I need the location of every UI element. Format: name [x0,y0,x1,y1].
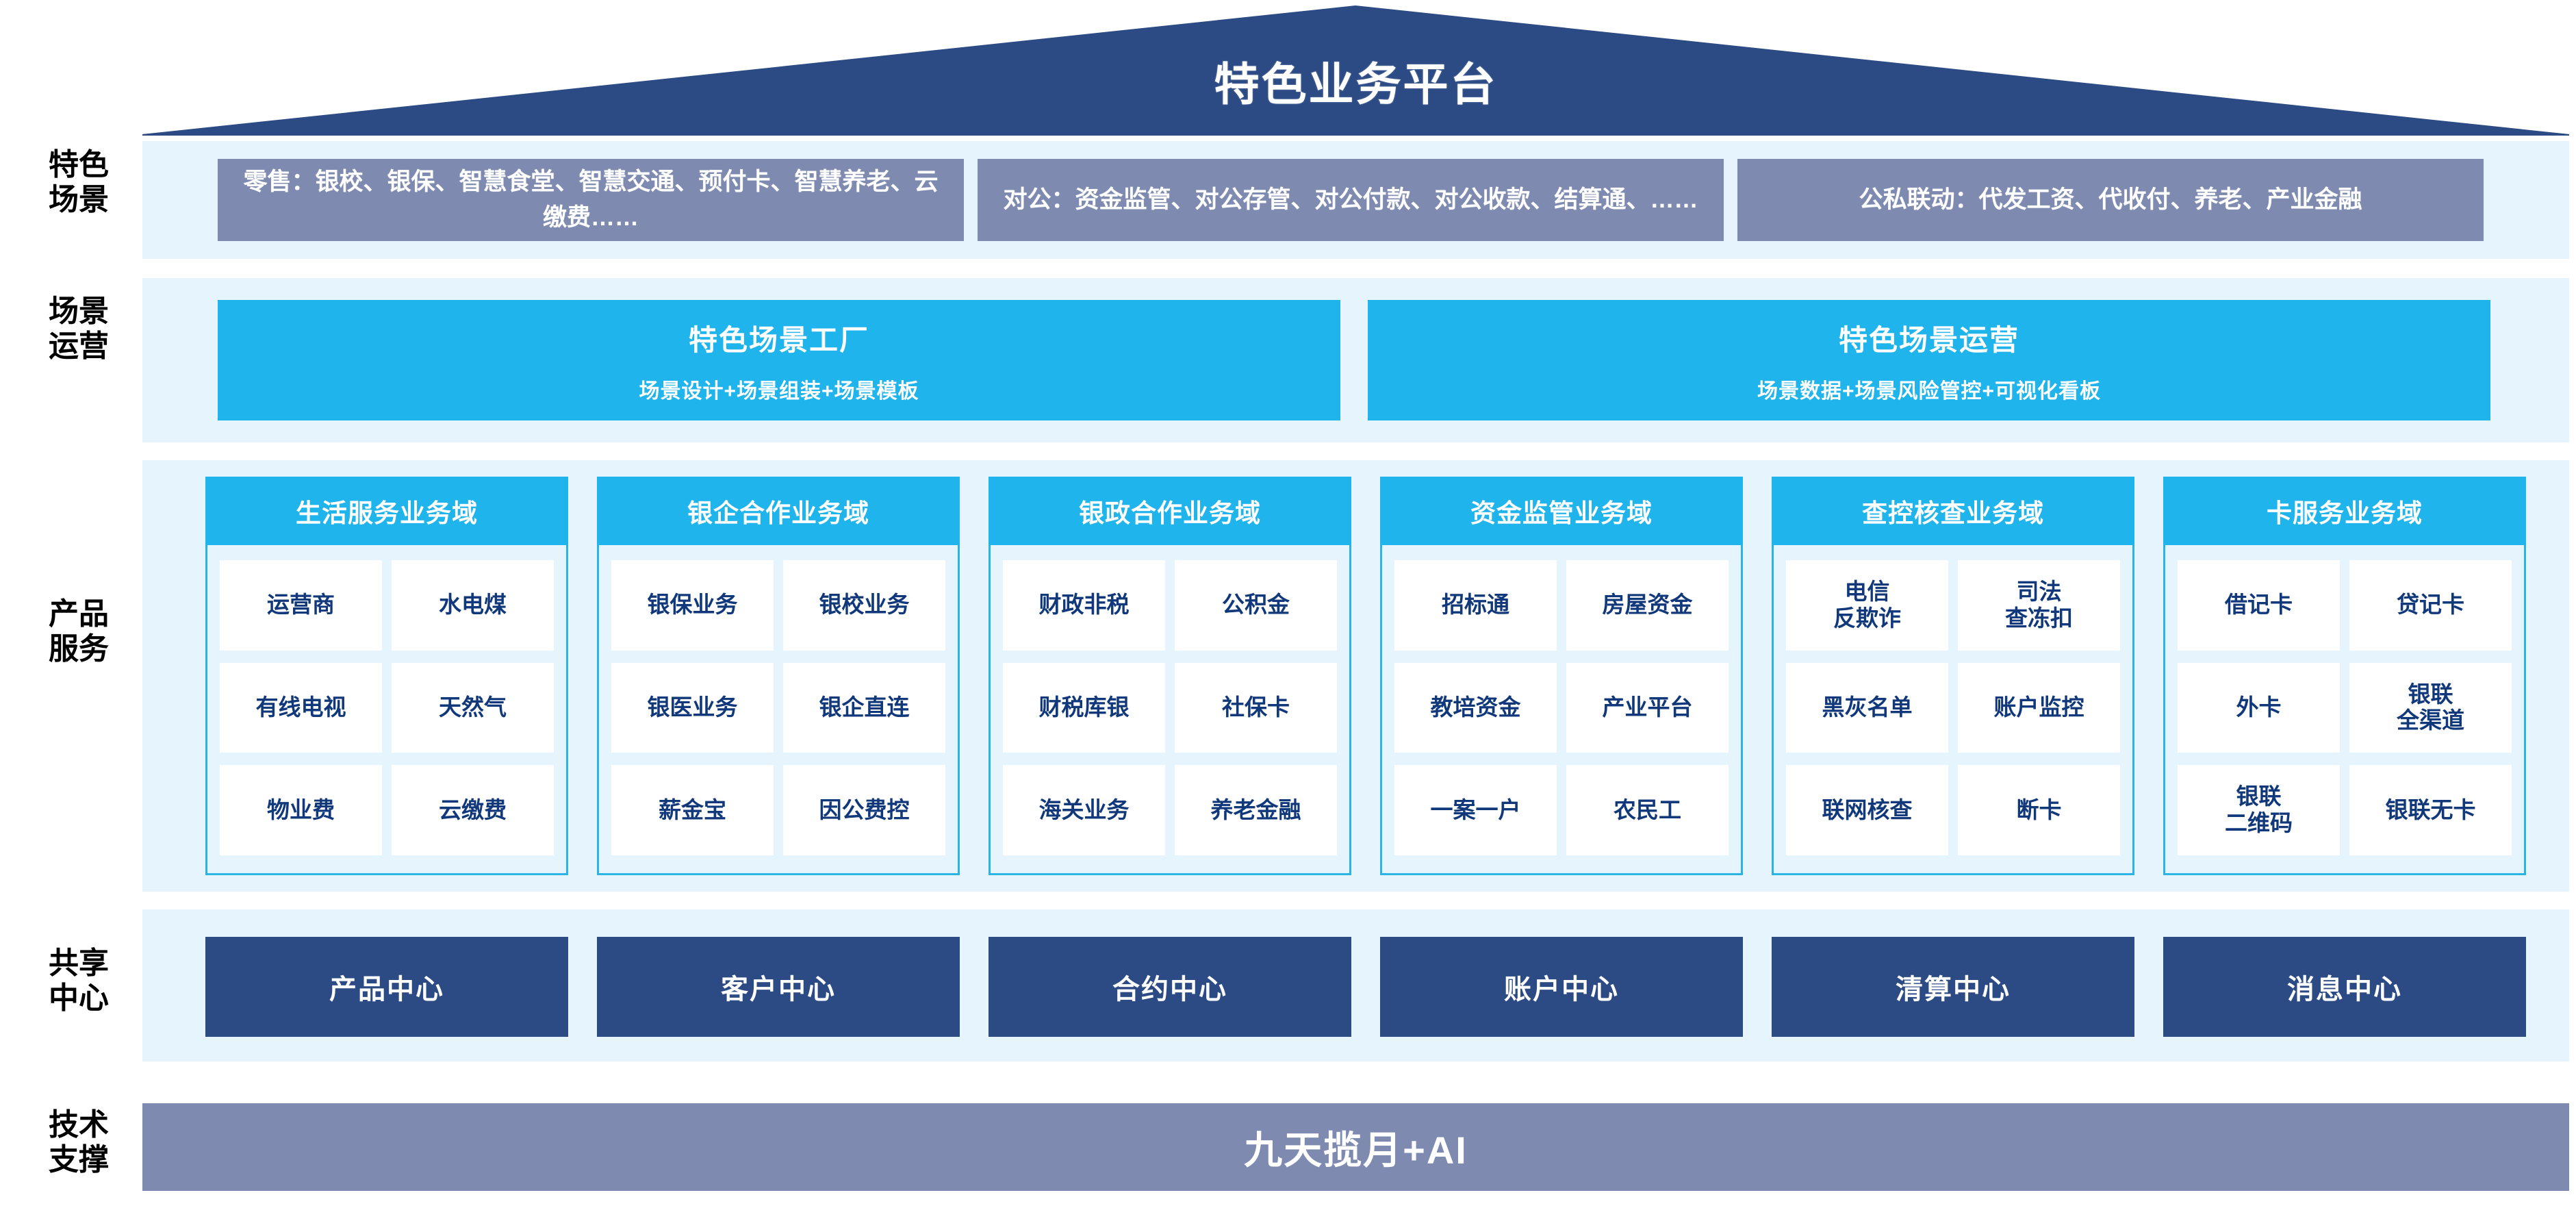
domain-header-life-service[interactable]: 生活服务业务域 [205,477,568,545]
domain-header-card-service[interactable]: 卡服务业务域 [2163,477,2526,545]
domain-column-life-service: 运营商 水电煤 有线电视 天然气 物业费 云缴费 [205,545,568,875]
product-cell[interactable]: 公积金 [1175,560,1337,651]
operation-box-scene-factory[interactable]: 特色场景工厂 场景设计+场景组装+场景模板 [218,300,1340,420]
product-cell[interactable]: 银医业务 [611,662,774,753]
scene-box-corporate[interactable]: 对公：资金监管、对公存管、对公付款、对公收款、结算通、…… [978,159,1724,241]
product-cell[interactable]: 农民工 [1566,765,1729,855]
product-cell[interactable]: 天然气 [392,662,554,753]
product-cell[interactable]: 外卡 [2178,662,2340,753]
product-cell[interactable]: 产业平台 [1566,662,1729,753]
product-cell[interactable]: 运营商 [220,560,382,651]
product-cell[interactable]: 银保业务 [611,560,774,651]
shared-center-product[interactable]: 产品中心 [205,937,568,1037]
product-cell[interactable]: 养老金融 [1175,765,1337,855]
product-cell[interactable]: 银联 二维码 [2178,765,2340,855]
product-cell[interactable]: 黑灰名单 [1786,662,1948,753]
product-cell[interactable]: 电信 反欺诈 [1786,560,1948,651]
shared-center-customer[interactable]: 客户中心 [597,937,960,1037]
operation-box-scene-operation[interactable]: 特色场景运营 场景数据+场景风险管控+可视化看板 [1368,300,2490,420]
domain-column-investigation: 电信 反欺诈 司法 查冻扣 黑灰名单 账户监控 联网核查 断卡 [1772,545,2134,875]
product-cell[interactable]: 财税库银 [1003,662,1165,753]
product-cell[interactable]: 财政非税 [1003,560,1165,651]
operation-title: 特色场景运营 [1838,323,2019,356]
domain-column-fund-supervision: 招标通 房屋资金 教培资金 产业平台 一案一户 农民工 [1380,545,1743,875]
operation-subtitle: 场景数据+场景风险管控+可视化看板 [1757,379,2102,403]
operation-subtitle: 场景设计+场景组装+场景模板 [639,379,919,403]
shared-center-contract[interactable]: 合约中心 [989,937,1351,1037]
product-cell[interactable]: 物业费 [220,765,382,855]
product-cell[interactable]: 贷记卡 [2349,560,2512,651]
roof-polygon-icon [142,5,2569,136]
product-cell[interactable]: 账户监控 [1958,662,2120,753]
product-cell[interactable]: 房屋资金 [1566,560,1729,651]
product-cell[interactable]: 联网核查 [1786,765,1948,855]
scene-box-joint[interactable]: 公私联动：代发工资、代收付、养老、产业金融 [1737,159,2484,241]
product-cell[interactable]: 水电煤 [392,560,554,651]
product-cell[interactable]: 借记卡 [2178,560,2340,651]
row-label-operation: 场景 运营 [49,294,109,363]
scene-box-retail[interactable]: 零售：银校、银保、智慧食堂、智慧交通、预付卡、智慧养老、云缴费…… [218,159,964,241]
domain-column-bank-enterprise: 银保业务 银校业务 银医业务 银企直连 薪金宝 因公费控 [597,545,960,875]
operation-title: 特色场景工厂 [688,323,869,356]
product-cell[interactable]: 教培资金 [1394,662,1557,753]
product-cell[interactable]: 薪金宝 [611,765,774,855]
product-cell[interactable]: 招标通 [1394,560,1557,651]
row-label-products: 产品 服务 [49,597,109,666]
product-cell[interactable]: 因公费控 [783,765,945,855]
product-cell[interactable]: 云缴费 [392,765,554,855]
product-cell[interactable]: 银联无卡 [2349,765,2512,855]
row-label-scenes: 特色 场景 [49,148,109,216]
domain-header-fund-supervision[interactable]: 资金监管业务域 [1380,477,1743,545]
product-cell[interactable]: 一案一户 [1394,765,1557,855]
domain-header-bank-government[interactable]: 银政合作业务域 [989,477,1351,545]
tech-support-bar[interactable]: 九天揽月+AI [142,1103,2569,1191]
product-cell[interactable]: 断卡 [1958,765,2120,855]
domain-column-bank-government: 财政非税 公积金 财税库银 社保卡 海关业务 养老金融 [989,545,1351,875]
product-cell[interactable]: 海关业务 [1003,765,1165,855]
product-cell[interactable]: 银联 全渠道 [2349,662,2512,753]
shared-center-message[interactable]: 消息中心 [2163,937,2526,1037]
domain-column-card-service: 借记卡 贷记卡 外卡 银联 全渠道 银联 二维码 银联无卡 [2163,545,2526,875]
row-label-tech: 技术 支撑 [49,1108,109,1177]
product-cell[interactable]: 司法 查冻扣 [1958,560,2120,651]
product-cell[interactable]: 银校业务 [783,560,945,651]
product-cell[interactable]: 社保卡 [1175,662,1337,753]
product-cell[interactable]: 有线电视 [220,662,382,753]
shared-center-clearing[interactable]: 清算中心 [1772,937,2134,1037]
row-label-shared: 共享 中心 [49,946,109,1015]
platform-roof-shape: 特色业务平台 [142,5,2569,136]
domain-header-investigation[interactable]: 查控核查业务域 [1772,477,2134,545]
shared-center-account[interactable]: 账户中心 [1380,937,1743,1037]
page-title: 特色业务平台 [1214,59,1498,110]
product-cell[interactable]: 银企直连 [783,662,945,753]
domain-header-bank-enterprise[interactable]: 银企合作业务域 [597,477,960,545]
